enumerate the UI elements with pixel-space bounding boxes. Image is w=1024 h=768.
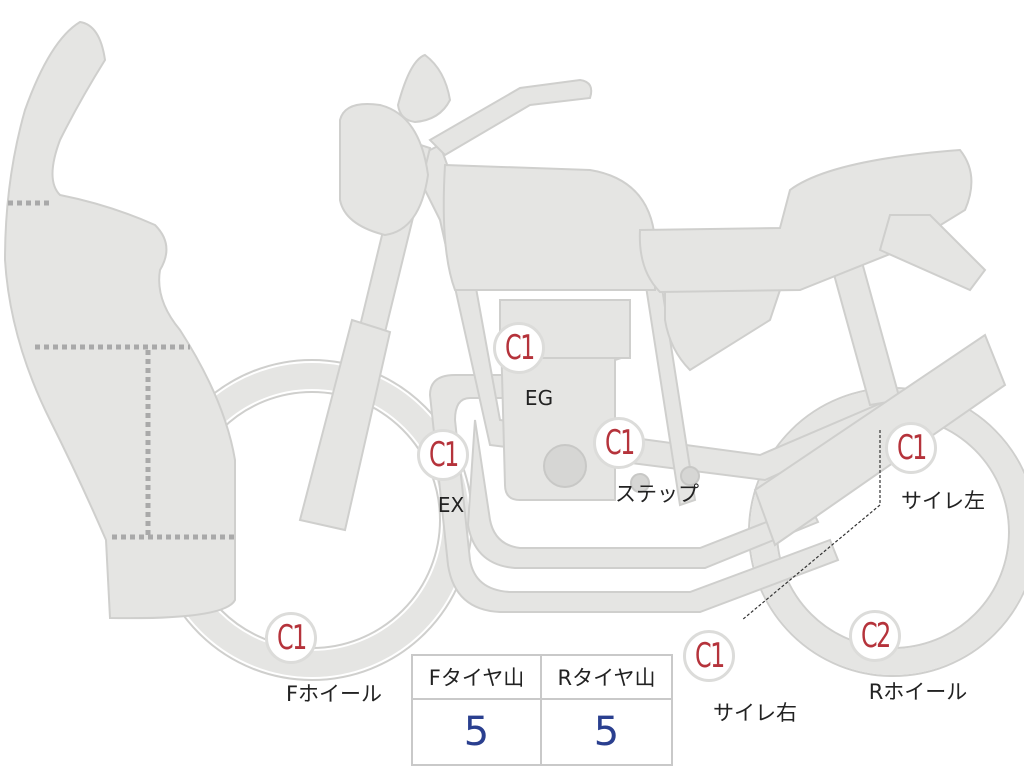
engine-cover <box>543 444 587 488</box>
mirror <box>396 53 452 124</box>
headlight-bucket <box>339 103 430 237</box>
label-muffler-right: サイレ右 <box>713 701 797 725</box>
grade-marker-rear-wheel: C2 <box>849 610 901 662</box>
rear-shock <box>828 253 902 407</box>
label-step: ステップ <box>615 482 699 506</box>
grade-marker-ex: C1 <box>417 429 469 481</box>
fuel-tank <box>442 163 656 291</box>
label-muffler-left: サイレ左 <box>901 489 985 513</box>
header-front-tire: Fタイヤ山 <box>413 656 542 700</box>
step-peg-b <box>680 466 700 486</box>
fork-lower <box>298 318 392 532</box>
exhaust-pipe-upper <box>466 419 820 569</box>
front-cowl <box>3 20 236 620</box>
value-front-tire: 5 <box>413 700 542 764</box>
value-rear-tire: 5 <box>593 709 620 755</box>
exhaust-pipe-lower <box>428 374 840 613</box>
header-rear-tire: Rタイヤ山 <box>542 656 671 700</box>
grade-marker-muffler-right: C1 <box>683 630 735 682</box>
handlebar <box>428 78 593 157</box>
leader-line <box>741 430 881 621</box>
label-ex: EX <box>437 493 465 517</box>
step-peg-a <box>630 473 650 493</box>
tail-cowl <box>878 214 987 292</box>
label-front-wheel: Fホイール <box>285 682 383 706</box>
side-cover <box>664 289 782 372</box>
grade-marker-step: C1 <box>593 417 645 469</box>
grade-marker-muffler-left: C1 <box>885 422 937 474</box>
grade-marker-eg: C1 <box>493 322 545 374</box>
seat <box>638 148 973 294</box>
tire-tread-table: Fタイヤ山 Rタイヤ山 5 5 <box>411 654 673 766</box>
grade-marker-front-wheel: C1 <box>265 612 317 664</box>
label-rear-wheel: Rホイール <box>868 680 968 704</box>
label-eg: EG <box>524 386 554 410</box>
